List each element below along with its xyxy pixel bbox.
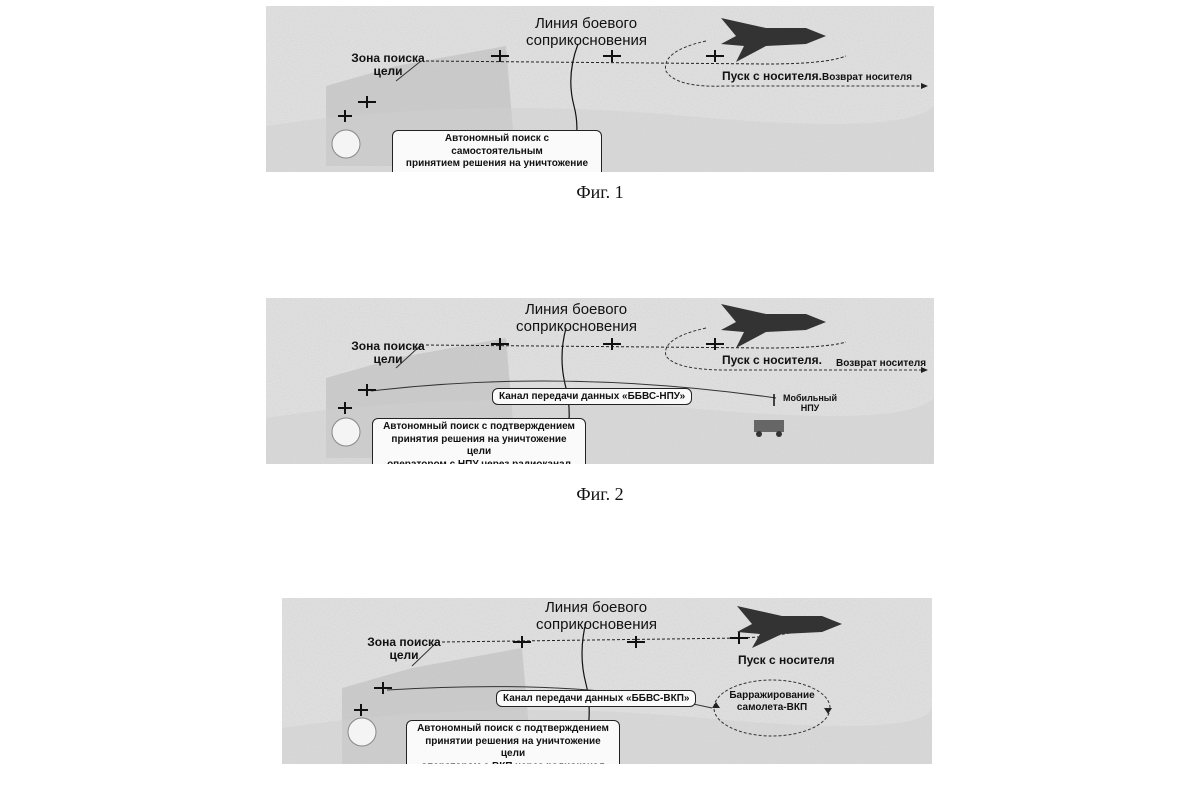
return-label: Возврат носителя: [836, 358, 927, 369]
return-route: [665, 327, 921, 371]
search-zone-label: Зона поиска цели: [351, 339, 425, 367]
data-channel-box: Канал передачи данных «ББВС-НПУ»: [492, 388, 693, 405]
drone-icon: [358, 384, 376, 396]
jet-carrier-icon: [721, 304, 826, 348]
autonomous-search-box: Автономный поиск с самостоятельным приня…: [392, 130, 602, 172]
figure-2-panel: Линия боевого соприкосновения Зона поиск…: [266, 298, 934, 464]
mobile-station-label: Мобильный НПУ: [783, 393, 837, 413]
launch-label: Пуск с носителя: [738, 653, 835, 667]
contact-line-label: Линия боевого соприкосновения: [526, 15, 647, 49]
drone-icon: [491, 50, 509, 62]
jet-carrier-icon: [721, 18, 826, 62]
target-icon: [331, 129, 361, 159]
figure-1-drawing: [266, 6, 934, 172]
drone-icon: [374, 682, 392, 694]
target-icon: [331, 417, 361, 447]
drone-icon: [627, 636, 645, 648]
flight-route: [425, 55, 847, 65]
drone-icon: [603, 338, 621, 350]
drone-icon: [730, 632, 748, 644]
contact-line-label: Линия боевого соприкосновения: [536, 599, 657, 633]
drone-icon: [706, 338, 724, 350]
contact-line-label: Линия боевого соприкосновения: [516, 301, 637, 335]
figure-1-panel: Линия боевого соприкосновения Зона поиск…: [266, 6, 934, 172]
loiter-label: Барражирование самолета-ВКП: [729, 690, 815, 713]
autonomous-search-box: Автономный поиск с подтверждением принят…: [372, 418, 586, 464]
return-route: [665, 40, 921, 87]
drone-icon: [491, 338, 509, 350]
drone-icon: [706, 50, 724, 62]
target-icon: [347, 717, 377, 747]
jet-carrier-icon: [737, 606, 842, 648]
data-channel-box: Канал передачи данных «ББВС-ВКП»: [496, 690, 697, 707]
drone-icon: [358, 96, 376, 108]
figure-2-caption: Фиг. 2: [576, 484, 624, 504]
search-zone-label: Зона поиска цели: [367, 635, 441, 663]
search-zone-label: Зона поиска цели: [351, 51, 425, 79]
mobile-station-icon: [754, 394, 784, 437]
data-channel-line: [370, 380, 777, 399]
drone-icon: [513, 636, 531, 648]
autonomous-search-box: Автономный поиск с подтверждением принят…: [406, 720, 620, 764]
figure-3-panel: Линия боевого соприкосновения Зона поиск…: [282, 598, 932, 764]
drone-icon: [603, 50, 621, 62]
return-label: Возврат носителя: [822, 72, 913, 83]
launch-label: Пуск с носителя.: [722, 69, 823, 83]
figure-1-caption: Фиг. 1: [576, 182, 624, 202]
flight-route: [425, 341, 847, 349]
launch-label: Пуск с носителя.: [722, 353, 823, 367]
